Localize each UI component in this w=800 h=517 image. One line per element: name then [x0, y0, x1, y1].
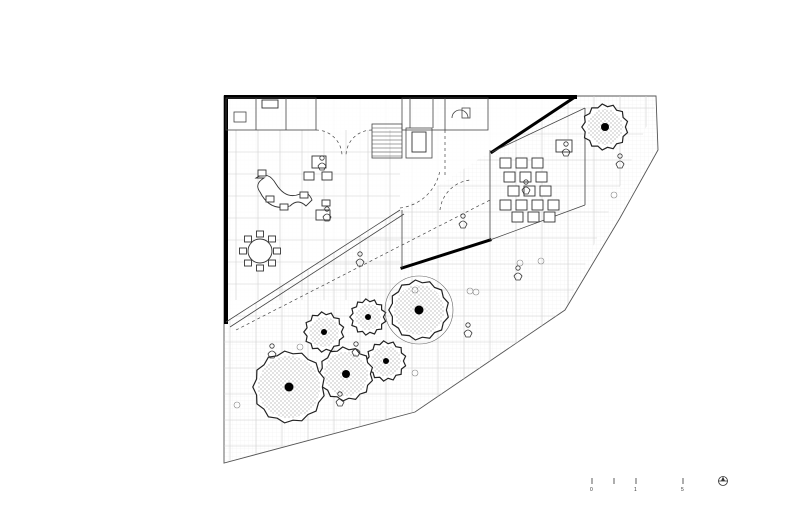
tree [388, 279, 449, 341]
outdoor-chair [535, 171, 548, 183]
outdoor-chair [515, 157, 528, 169]
scale-bar: 0 1 5 [590, 478, 684, 493]
outdoor-chair [539, 185, 552, 197]
tree-trunk [321, 329, 327, 335]
tree [349, 298, 387, 336]
scale-label-0: 0 [590, 487, 593, 493]
outdoor-chair [543, 211, 556, 223]
building-walls [224, 94, 586, 331]
tree-trunk [601, 123, 609, 131]
person-figure [322, 206, 332, 222]
tree-trunk [284, 382, 294, 392]
ground-marker [296, 343, 304, 351]
person-figure [513, 265, 523, 281]
person-figure [458, 213, 468, 229]
tree [303, 311, 345, 353]
outdoor-chair [531, 199, 544, 211]
interior-furniture [239, 155, 471, 272]
stair [371, 98, 434, 159]
person-figure [463, 322, 473, 338]
outdoor-chair [499, 157, 512, 169]
ground-marker [233, 401, 241, 409]
person-figure [561, 141, 571, 157]
chair [256, 264, 264, 272]
chair [239, 247, 247, 255]
outdoor-chair [519, 171, 532, 183]
chair [256, 230, 264, 238]
tree [365, 340, 407, 382]
tree-trunk [365, 314, 371, 320]
chair [268, 235, 276, 243]
person-figure [355, 251, 365, 267]
tree-trunk [342, 370, 350, 378]
tree-pit [384, 275, 454, 345]
chair [273, 247, 281, 255]
outdoor-chair [547, 199, 560, 211]
tree-trunk [383, 358, 389, 364]
person-figure [317, 155, 327, 171]
outdoor-chair [527, 211, 540, 223]
outdoor-chair [531, 157, 544, 169]
ground-marker [610, 191, 618, 199]
person-figure [351, 341, 361, 357]
top-rooms [225, 97, 489, 175]
trees [252, 103, 629, 424]
ground-markers [233, 191, 618, 409]
outdoor-chair [511, 211, 524, 223]
person-figure [521, 179, 531, 195]
tree-trunk [414, 305, 424, 315]
ground-marker [411, 369, 419, 377]
outdoor-seating [499, 139, 573, 223]
chair [244, 235, 252, 243]
person-figure [267, 343, 277, 359]
ground-marker [411, 286, 419, 294]
outdoor-chair [503, 171, 516, 183]
tree [581, 103, 629, 151]
outdoor-chair [499, 199, 512, 211]
outdoor-chair [515, 199, 528, 211]
outdoor-chair [507, 185, 520, 197]
ground-marker [516, 259, 524, 267]
tree [252, 350, 325, 424]
person-figure [335, 391, 345, 407]
scale-label-1: 1 [634, 487, 637, 493]
chair [268, 259, 276, 267]
scale-label-5: 5 [681, 487, 684, 493]
tree [318, 346, 374, 402]
people [267, 141, 625, 407]
ground-marker [466, 287, 474, 295]
north-arrow-icon [718, 476, 728, 486]
ground-marker [537, 257, 545, 265]
person-figure [615, 153, 625, 169]
chair [244, 259, 252, 267]
